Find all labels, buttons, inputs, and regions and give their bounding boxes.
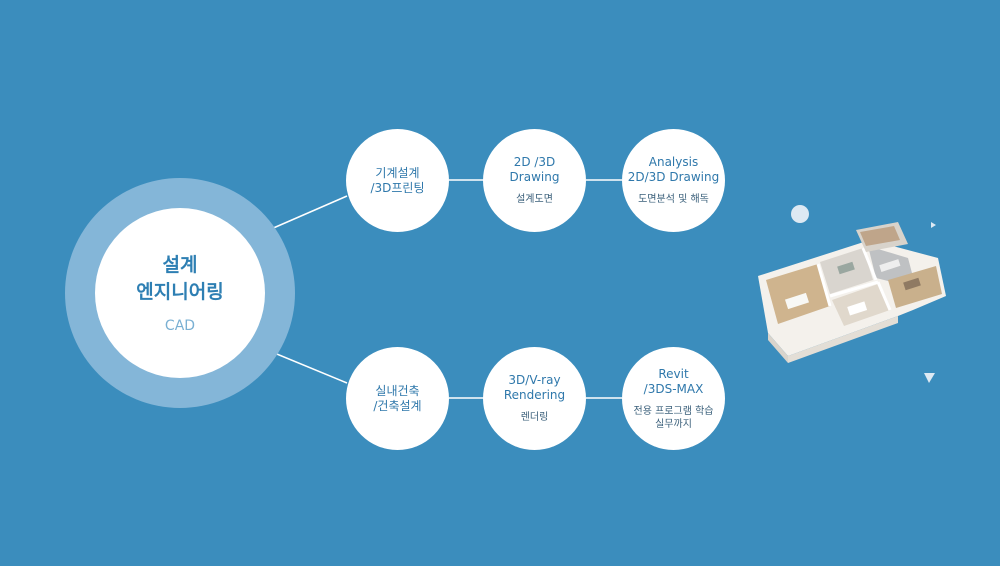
hub-title-line2: 엔지니어링	[136, 281, 224, 303]
floor-plan-3d-illustration	[758, 222, 946, 363]
node-title: Analysis 2D/3D Drawing	[627, 155, 720, 184]
node-analysis: Analysis 2D/3D Drawing 도면분석 및 해독	[622, 129, 725, 232]
node-2d3d-drawing: 2D /3D Drawing 설계도면	[483, 129, 586, 232]
node-subtitle: 도면분석 및 해독	[638, 194, 709, 205]
node-title: Revit /3DS-MAX	[643, 366, 704, 396]
hub-title-line1: 설계	[162, 254, 198, 276]
node-vray-rendering: 3D/V-ray Rendering 렌더링	[483, 347, 586, 450]
hub-circle: 설계 엔지니어링 CAD	[95, 208, 265, 378]
triangle-decoration	[924, 373, 935, 383]
small-triangle-decoration	[931, 222, 936, 228]
node-subtitle: 렌더링	[520, 412, 549, 423]
node-title: 실내건축 /건축설계	[373, 383, 422, 413]
node-subtitle: 전용 프로그램 학습 실무까지	[633, 405, 714, 430]
node-subtitle: 설계도면	[516, 194, 553, 205]
node-title: 2D /3D Drawing	[509, 155, 560, 184]
node-title: 3D/V-ray Rendering	[503, 373, 566, 402]
node-revit-3dsmax: Revit /3DS-MAX 전용 프로그램 학습 실무까지	[622, 347, 725, 450]
node-title: 기계설계 /3D프린팅	[370, 165, 425, 195]
node-mechanical-design: 기계설계 /3D프린팅	[346, 129, 449, 232]
circle-decoration	[791, 205, 809, 223]
hub-subtitle: CAD	[164, 318, 196, 334]
node-interior-architecture: 실내건축 /건축설계	[346, 347, 449, 450]
